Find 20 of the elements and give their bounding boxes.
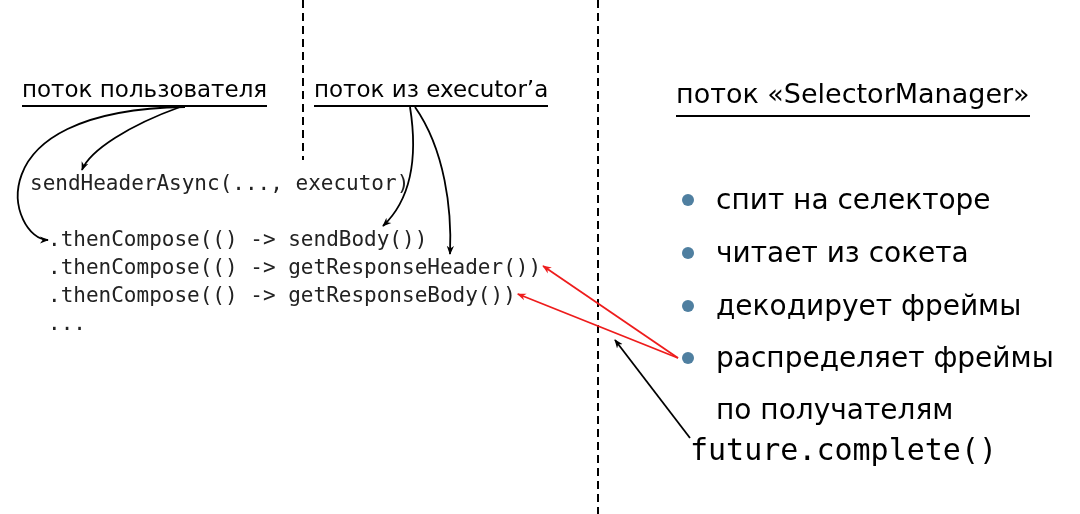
list-item-text: спит на селекторе — [716, 182, 991, 218]
code-line: .thenCompose(() -> sendBody()) — [48, 226, 428, 252]
column-heading: поток пользователя — [22, 76, 268, 107]
arrow — [516, 293, 679, 359]
list-item-text: распределяет фреймы по получателям — [716, 340, 1055, 428]
code-line: sendHeaderAsync(..., executor) — [30, 170, 410, 196]
arrow — [382, 106, 414, 227]
arrow — [81, 106, 181, 171]
code-line: .thenCompose(() -> getResponseBody()) — [48, 282, 516, 308]
code-line: .thenCompose(() -> getResponseHeader()) — [48, 254, 542, 280]
ellipsis-text: ... — [48, 310, 86, 336]
column-heading: поток из executor’a — [314, 76, 549, 107]
arrow — [17, 106, 186, 242]
list-item-text: читает из сокета — [716, 235, 969, 271]
arrow — [614, 339, 691, 439]
code-call: future.complete() — [690, 432, 998, 468]
arrow — [414, 106, 454, 255]
list-item-text: декодирует фреймы — [716, 288, 1022, 324]
arrow — [542, 265, 679, 359]
column-heading: поток «SelectorManager» — [676, 78, 1030, 117]
